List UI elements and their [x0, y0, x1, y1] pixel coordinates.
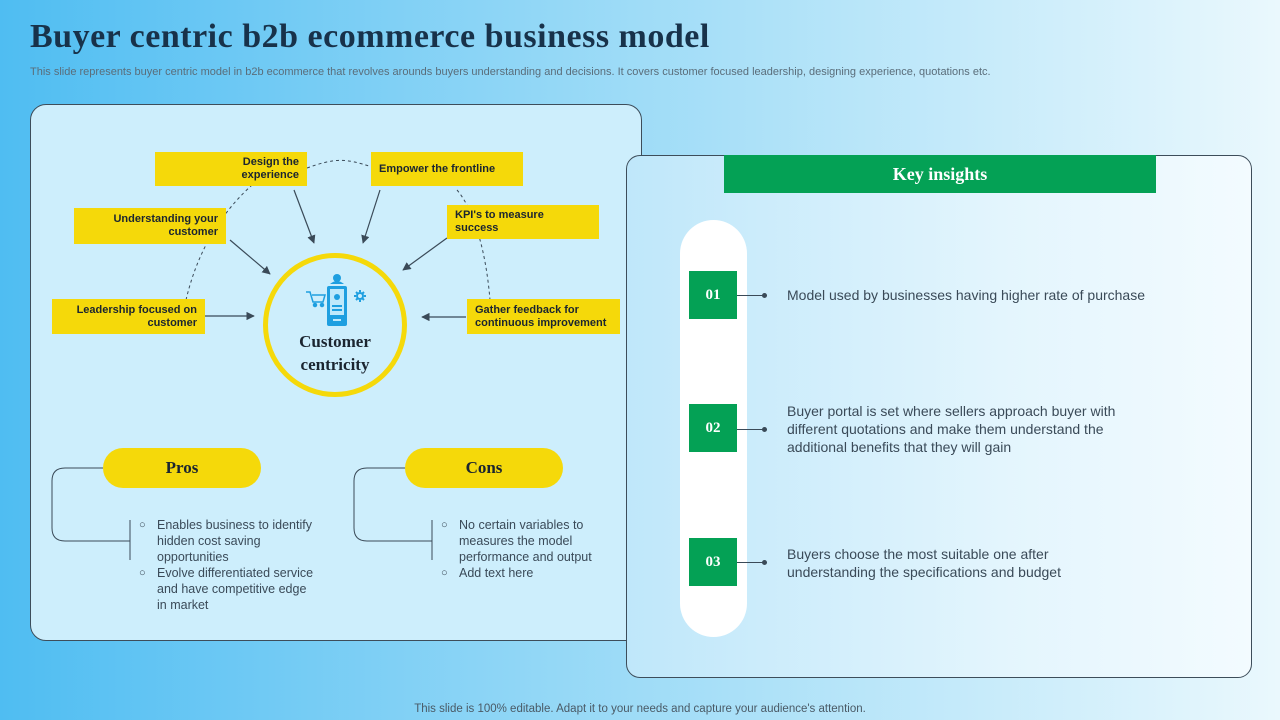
- cons-pill: Cons: [405, 448, 563, 488]
- insight-connector: [737, 562, 767, 563]
- insight-text-01: Model used by businesses having higher r…: [787, 287, 1145, 303]
- key-insights-header: Key insights: [724, 155, 1156, 193]
- insight-dot: [762, 560, 767, 565]
- insight-text-02: Buyer portal is set where sellers approa…: [787, 403, 1116, 455]
- insight-text-03: Buyers choose the most suitable one afte…: [787, 546, 1061, 580]
- customer-centricity-icon: [306, 274, 366, 326]
- insight-connector: [737, 429, 767, 430]
- footer-note: This slide is 100% editable. Adapt it to…: [414, 703, 866, 715]
- insight-dot: [762, 293, 767, 298]
- gear-icon: [354, 290, 366, 302]
- shopping-cart-icon: [306, 291, 326, 308]
- empower-frontline-box: Empower the frontline: [371, 152, 523, 186]
- page-title: Buyer centric b2b ecommerce business mod…: [30, 18, 710, 55]
- cons-item: ○ Add text here: [441, 566, 534, 580]
- insight-connector: [737, 295, 767, 296]
- customer-centricity-circle: [263, 253, 407, 397]
- customer-centricity-label: Customer centricity: [299, 332, 371, 374]
- insight-dot: [762, 427, 767, 432]
- insight-number-01: 01: [689, 271, 737, 319]
- insight-number-02: 02: [689, 404, 737, 452]
- document-icon: [327, 286, 347, 326]
- page-subtitle: This slide represents buyer centric mode…: [30, 66, 991, 78]
- insight-number-03: 03: [689, 538, 737, 586]
- person-avatar-icon: [330, 274, 344, 284]
- pros-pill: Pros: [103, 448, 261, 488]
